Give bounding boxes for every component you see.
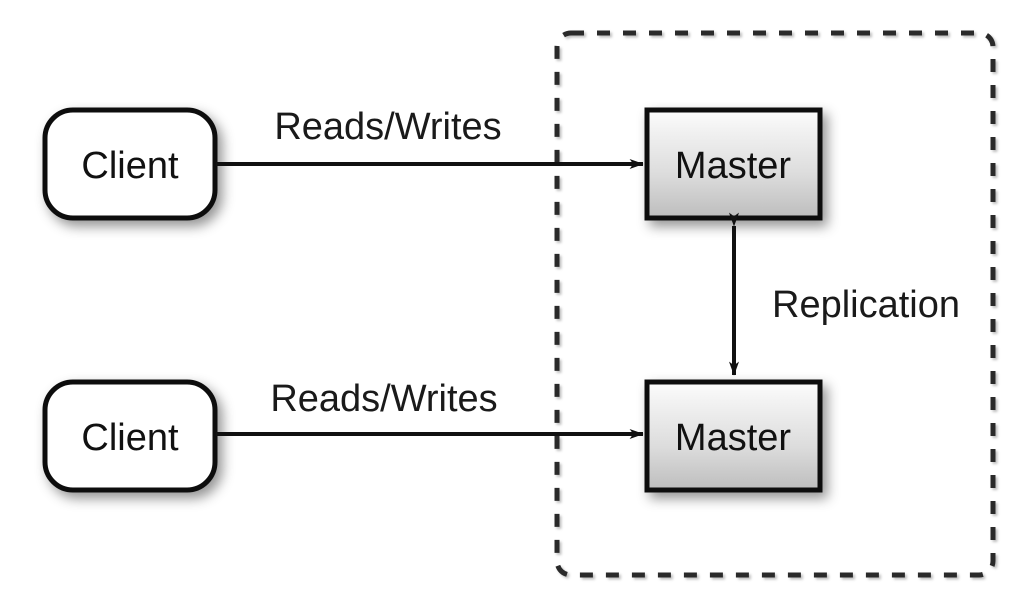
edge-reads-writes-bottom-label: Reads/Writes bbox=[270, 378, 497, 420]
client-bottom-label: Client bbox=[81, 417, 179, 459]
edge-reads-writes-top: Reads/Writes bbox=[216, 106, 644, 169]
master-top-shape bbox=[644, 107, 823, 221]
client-top-shape bbox=[42, 107, 218, 221]
edge-reads-writes-bottom: Reads/Writes bbox=[216, 378, 644, 439]
master-bottom-label: Master bbox=[675, 417, 791, 459]
node-master-bottom[interactable]: Master bbox=[644, 379, 823, 493]
node-client-top[interactable]: Client bbox=[42, 107, 218, 221]
edge-replication-label: Replication bbox=[772, 284, 960, 326]
master-top-label: Master bbox=[675, 145, 791, 187]
edge-replication: Replication bbox=[729, 212, 960, 376]
node-client-bottom[interactable]: Client bbox=[42, 379, 218, 493]
node-master-top[interactable]: Master bbox=[644, 107, 823, 221]
edge-reads-writes-top-label: Reads/Writes bbox=[274, 106, 501, 148]
client-bottom-shape bbox=[42, 379, 218, 493]
replication-cluster-boundary bbox=[554, 30, 996, 578]
client-top-label: Client bbox=[81, 145, 179, 187]
master-bottom-shape bbox=[644, 379, 823, 493]
